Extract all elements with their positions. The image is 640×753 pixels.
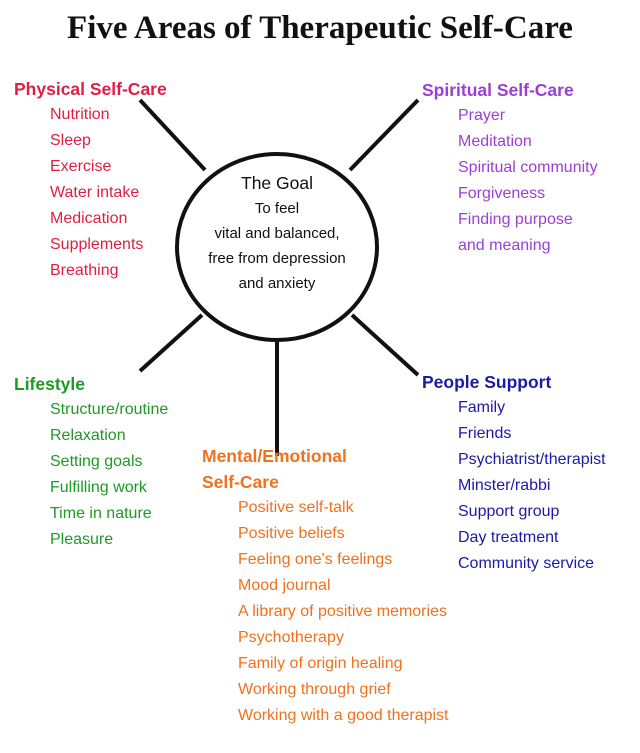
list-item: Meditation	[458, 133, 532, 150]
list-item: Working through grief	[238, 681, 391, 698]
list-item: Supplements	[50, 236, 144, 253]
list-item: Mood journal	[238, 577, 331, 594]
goal-line: To feel	[254, 200, 300, 217]
list-item: Exercise	[50, 158, 112, 175]
list-item: Relaxation	[50, 427, 126, 444]
list-item: Positive self-talk	[238, 499, 354, 516]
goal-circle	[175, 152, 379, 342]
list-item: and meaning	[458, 237, 551, 254]
list-item: Psychiatrist/therapist	[458, 451, 606, 468]
list-item: Support group	[458, 503, 560, 520]
list-item: Minster/rabbi	[458, 477, 551, 494]
list-item: Friends	[458, 425, 512, 442]
list-item: A library of positive memories	[238, 603, 447, 620]
list-item: Prayer	[458, 107, 506, 124]
connector-physical	[138, 98, 207, 172]
goal-line: vital and balanced,	[214, 225, 340, 242]
goal-line: free from depression	[208, 250, 346, 267]
list-item: Nutrition	[50, 106, 110, 123]
list-item: Structure/routine	[50, 401, 169, 418]
list-item: Positive beliefs	[238, 525, 345, 542]
connector-lifestyle	[138, 313, 204, 373]
list-item: Finding purpose	[458, 211, 573, 228]
connector-people	[350, 313, 420, 377]
area-heading: Lifestyle	[14, 374, 85, 394]
area-heading: People Support	[422, 372, 552, 392]
area-heading: Spiritual Self-Care	[422, 80, 574, 100]
goal-text: The Goal To feel vital and balanced, fre…	[177, 170, 377, 296]
list-item: Water intake	[50, 184, 140, 201]
list-item: Pleasure	[50, 531, 114, 548]
list-item: Psychotherapy	[238, 629, 344, 646]
list-item: Family	[458, 399, 506, 416]
list-item: Medication	[50, 210, 128, 227]
list-item: Forgiveness	[458, 185, 546, 202]
goal-heading: The Goal	[241, 173, 313, 193]
list-item: Family of origin healing	[238, 655, 403, 672]
diagram-title: Five Areas of Therapeutic Self-Care	[67, 10, 573, 46]
connector-spiritual	[348, 98, 420, 172]
list-item: Sleep	[50, 132, 91, 149]
goal-line: and anxiety	[238, 275, 316, 292]
list-item: Day treatment	[458, 529, 559, 546]
area-heading: Physical Self-Care	[14, 79, 167, 99]
list-item: Setting goals	[50, 453, 143, 470]
list-item: Community service	[458, 555, 595, 572]
area-heading: Mental/Emotional	[202, 446, 347, 466]
list-item: Spiritual community	[458, 159, 598, 176]
list-item: Feeling one's feelings	[238, 551, 393, 568]
list-item: Time in nature	[50, 505, 152, 522]
list-item: Breathing	[50, 262, 119, 279]
list-item: Working with a good therapist	[238, 707, 449, 724]
list-item: Fulfilling work	[50, 479, 147, 496]
area-heading: Self-Care	[202, 472, 279, 492]
